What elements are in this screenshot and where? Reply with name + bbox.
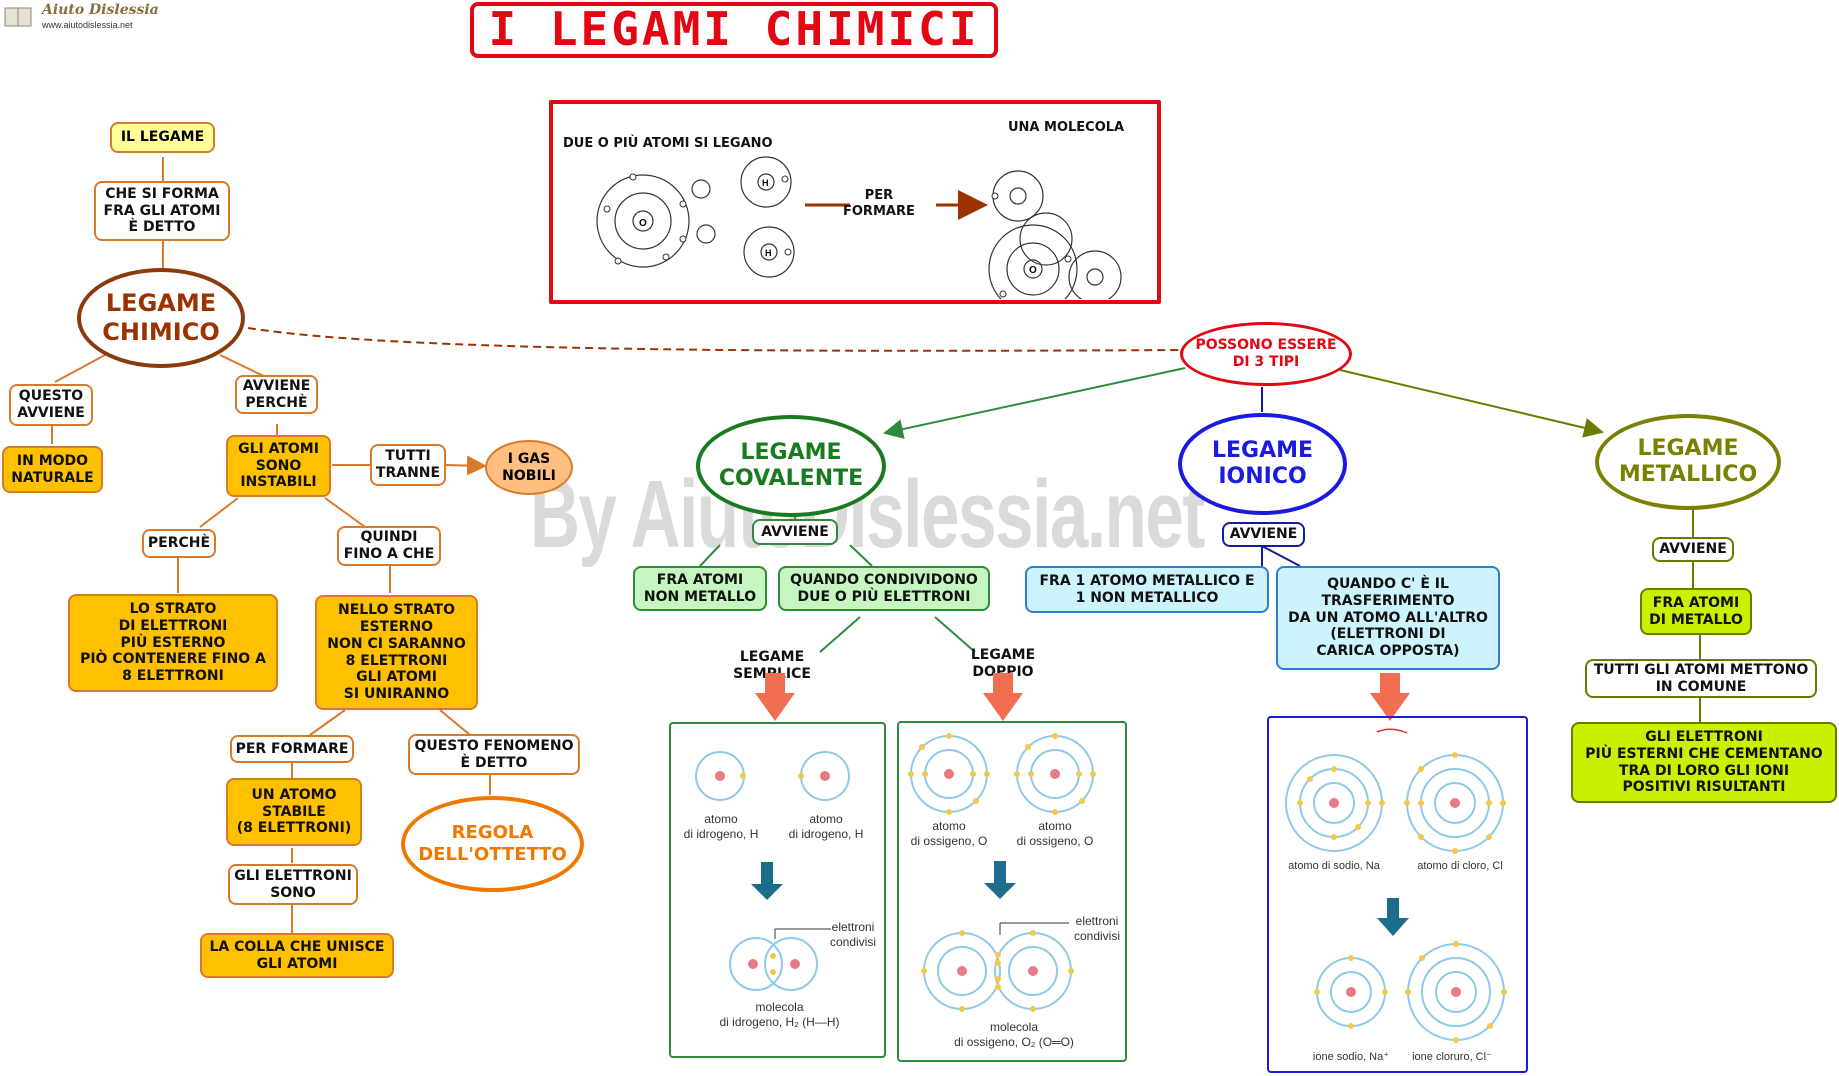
logo-name: Aiuto Dislessia [42,2,159,18]
covalente-avviene-node: AVVIENE [752,519,838,545]
metallico-elettroni-node: GLI ELETTRONI PIÙ ESTERNI CHE CEMENTANO … [1571,722,1837,803]
site-logo[interactable]: Aiuto Dislessia www.aiutodislessia.net [2,2,162,36]
svg-text:O: O [1029,265,1037,276]
down-arrow-icon [755,673,795,721]
ionico-avviene-node: AVVIENE [1222,522,1305,547]
cap-o2-molecule: molecola di ossigeno, O₂ (O═O) [954,1020,1074,1049]
quindi-fino-a-che-node: QUINDI FINO A CHE [337,526,441,566]
sodium-chloride-diagram [1285,728,1507,1043]
che-si-forma-node: CHE SI FORMA FRA GLI ATOMI È DETTO [94,181,230,241]
svg-text:H: H [765,248,772,258]
metallico-fra-node: FRA ATOMI DI METALLO [1640,588,1752,635]
logo-url: www.aiutodislessia.net [42,20,133,30]
avviene-perche-node: AVVIENE PERCHÈ [235,375,318,414]
strato-esterno-node: LO STRATO DI ELETTRONI PIÙ ESTERNO PIÒ C… [68,594,278,692]
svg-text:H: H [762,178,769,188]
cap-h2-molecule: molecola di idrogeno, H₂ (H—H) [719,1000,840,1029]
questo-fenomeno-node: QUESTO FENOMENO È DETTO [408,734,580,775]
cap-o-atom-b: atomo di ossigeno, O [1016,819,1094,848]
cap-shared-electrons: elettroni condivisi [829,920,877,949]
cap-o-atom-a: atomo di ossigeno, O [910,819,988,848]
ionico-quando-node: QUANDO C' È IL TRASFERIMENTO DA UN ATOMO… [1276,566,1500,670]
illustration-middle-caption: PER FORMARE [843,188,915,219]
panel-legame-ionico: atomo di sodio, Na atomo di cloro, Cl io… [1267,716,1528,1073]
legame-covalente-node: LEGAME COVALENTE [696,415,886,517]
down-arrow-icon [983,673,1023,721]
ionico-fra-node: FRA 1 ATOMO METALLICO E 1 NON METALLICO [1025,566,1269,613]
book-icon [4,7,32,27]
il-legame-node: IL LEGAME [110,122,215,153]
covalente-quando-node: QUANDO CONDIVIDONO DUE O PIÙ ELETTRONI [778,566,990,611]
questo-avviene-node: QUESTO AVVIENE [9,384,93,426]
atom-diagrams: O H H O [596,156,1122,299]
nello-strato-node: NELLO STRATO ESTERNO NON CI SARANNO 8 EL… [315,595,478,710]
tutti-tranne-node: TUTTI TRANNE [370,444,446,486]
covalente-fra-atomi-node: FRA ATOMI NON METALLO [633,566,767,611]
legame-chimico-node: LEGAME CHIMICO [77,268,245,368]
hydrogen-diagram [695,751,850,991]
cap-h-atom-b: atomo di idrogeno, H [788,812,864,841]
panel-legame-doppio: atomo di ossigeno, O atomo di ossigeno, … [897,721,1127,1062]
illustration-left-caption: DUE O PIÙ ATOMI SI LEGANO [563,136,773,151]
cap-chloride-ion: ione cloruro, Cl⁻ [1412,1051,1492,1063]
legame-ionico-node: LEGAME IONICO [1178,413,1347,515]
cap-sodium-ion: ione sodio, Na⁺ [1312,1051,1390,1063]
in-modo-naturale-node: IN MODO NATURALE [2,446,103,493]
la-colla-node: LA COLLA CHE UNISCE GLI ATOMI [200,933,394,978]
metallico-avviene-node: AVVIENE [1652,537,1734,562]
illustration-right-caption: UNA MOLECOLA [1008,120,1125,135]
perche-node: PERCHÈ [142,529,216,558]
page-title: I LEGAMI CHIMICI [470,2,998,58]
gli-elettroni-sono-node: GLI ELETTRONI SONO [228,864,358,905]
cap-h-atom-a: atomo di idrogeno, H [683,812,759,841]
panel-legame-semplice: atomo di idrogeno, H atomo di idrogeno, … [669,722,886,1058]
oxygen-diagram [908,733,1096,1012]
cap-sodium-atom: atomo di sodio, Na [1288,860,1380,872]
metallico-tutti-node: TUTTI GLI ATOMI METTONO IN COMUNE [1585,659,1817,698]
atomo-stabile-node: UN ATOMO STABILE (8 ELETTRONI) [226,778,362,846]
atoms-bond-illustration: DUE O PIÙ ATOMI SI LEGANO PER FORMARE UN… [549,100,1161,304]
cap-chlorine-atom: atomo di cloro, Cl [1417,860,1503,872]
svg-text:O: O [639,218,647,229]
down-arrow-icon [1370,673,1410,721]
legame-doppio-label: LEGAME DOPPIO [970,647,1036,680]
atomi-instabili-node: GLI ATOMI SONO INSTABILI [226,435,331,497]
cap-shared-electrons: elettroni condivisi [1073,914,1121,943]
per-formare-node: PER FORMARE [230,735,354,763]
regola-ottetto-node: REGOLA DELL'OTTETTO [401,796,584,892]
legame-metallico-node: LEGAME METALLICO [1595,414,1781,510]
possono-essere-node: POSSONO ESSERE DI 3 TIPI [1180,322,1352,386]
gas-nobili-node: I GAS NOBILI [485,440,573,495]
